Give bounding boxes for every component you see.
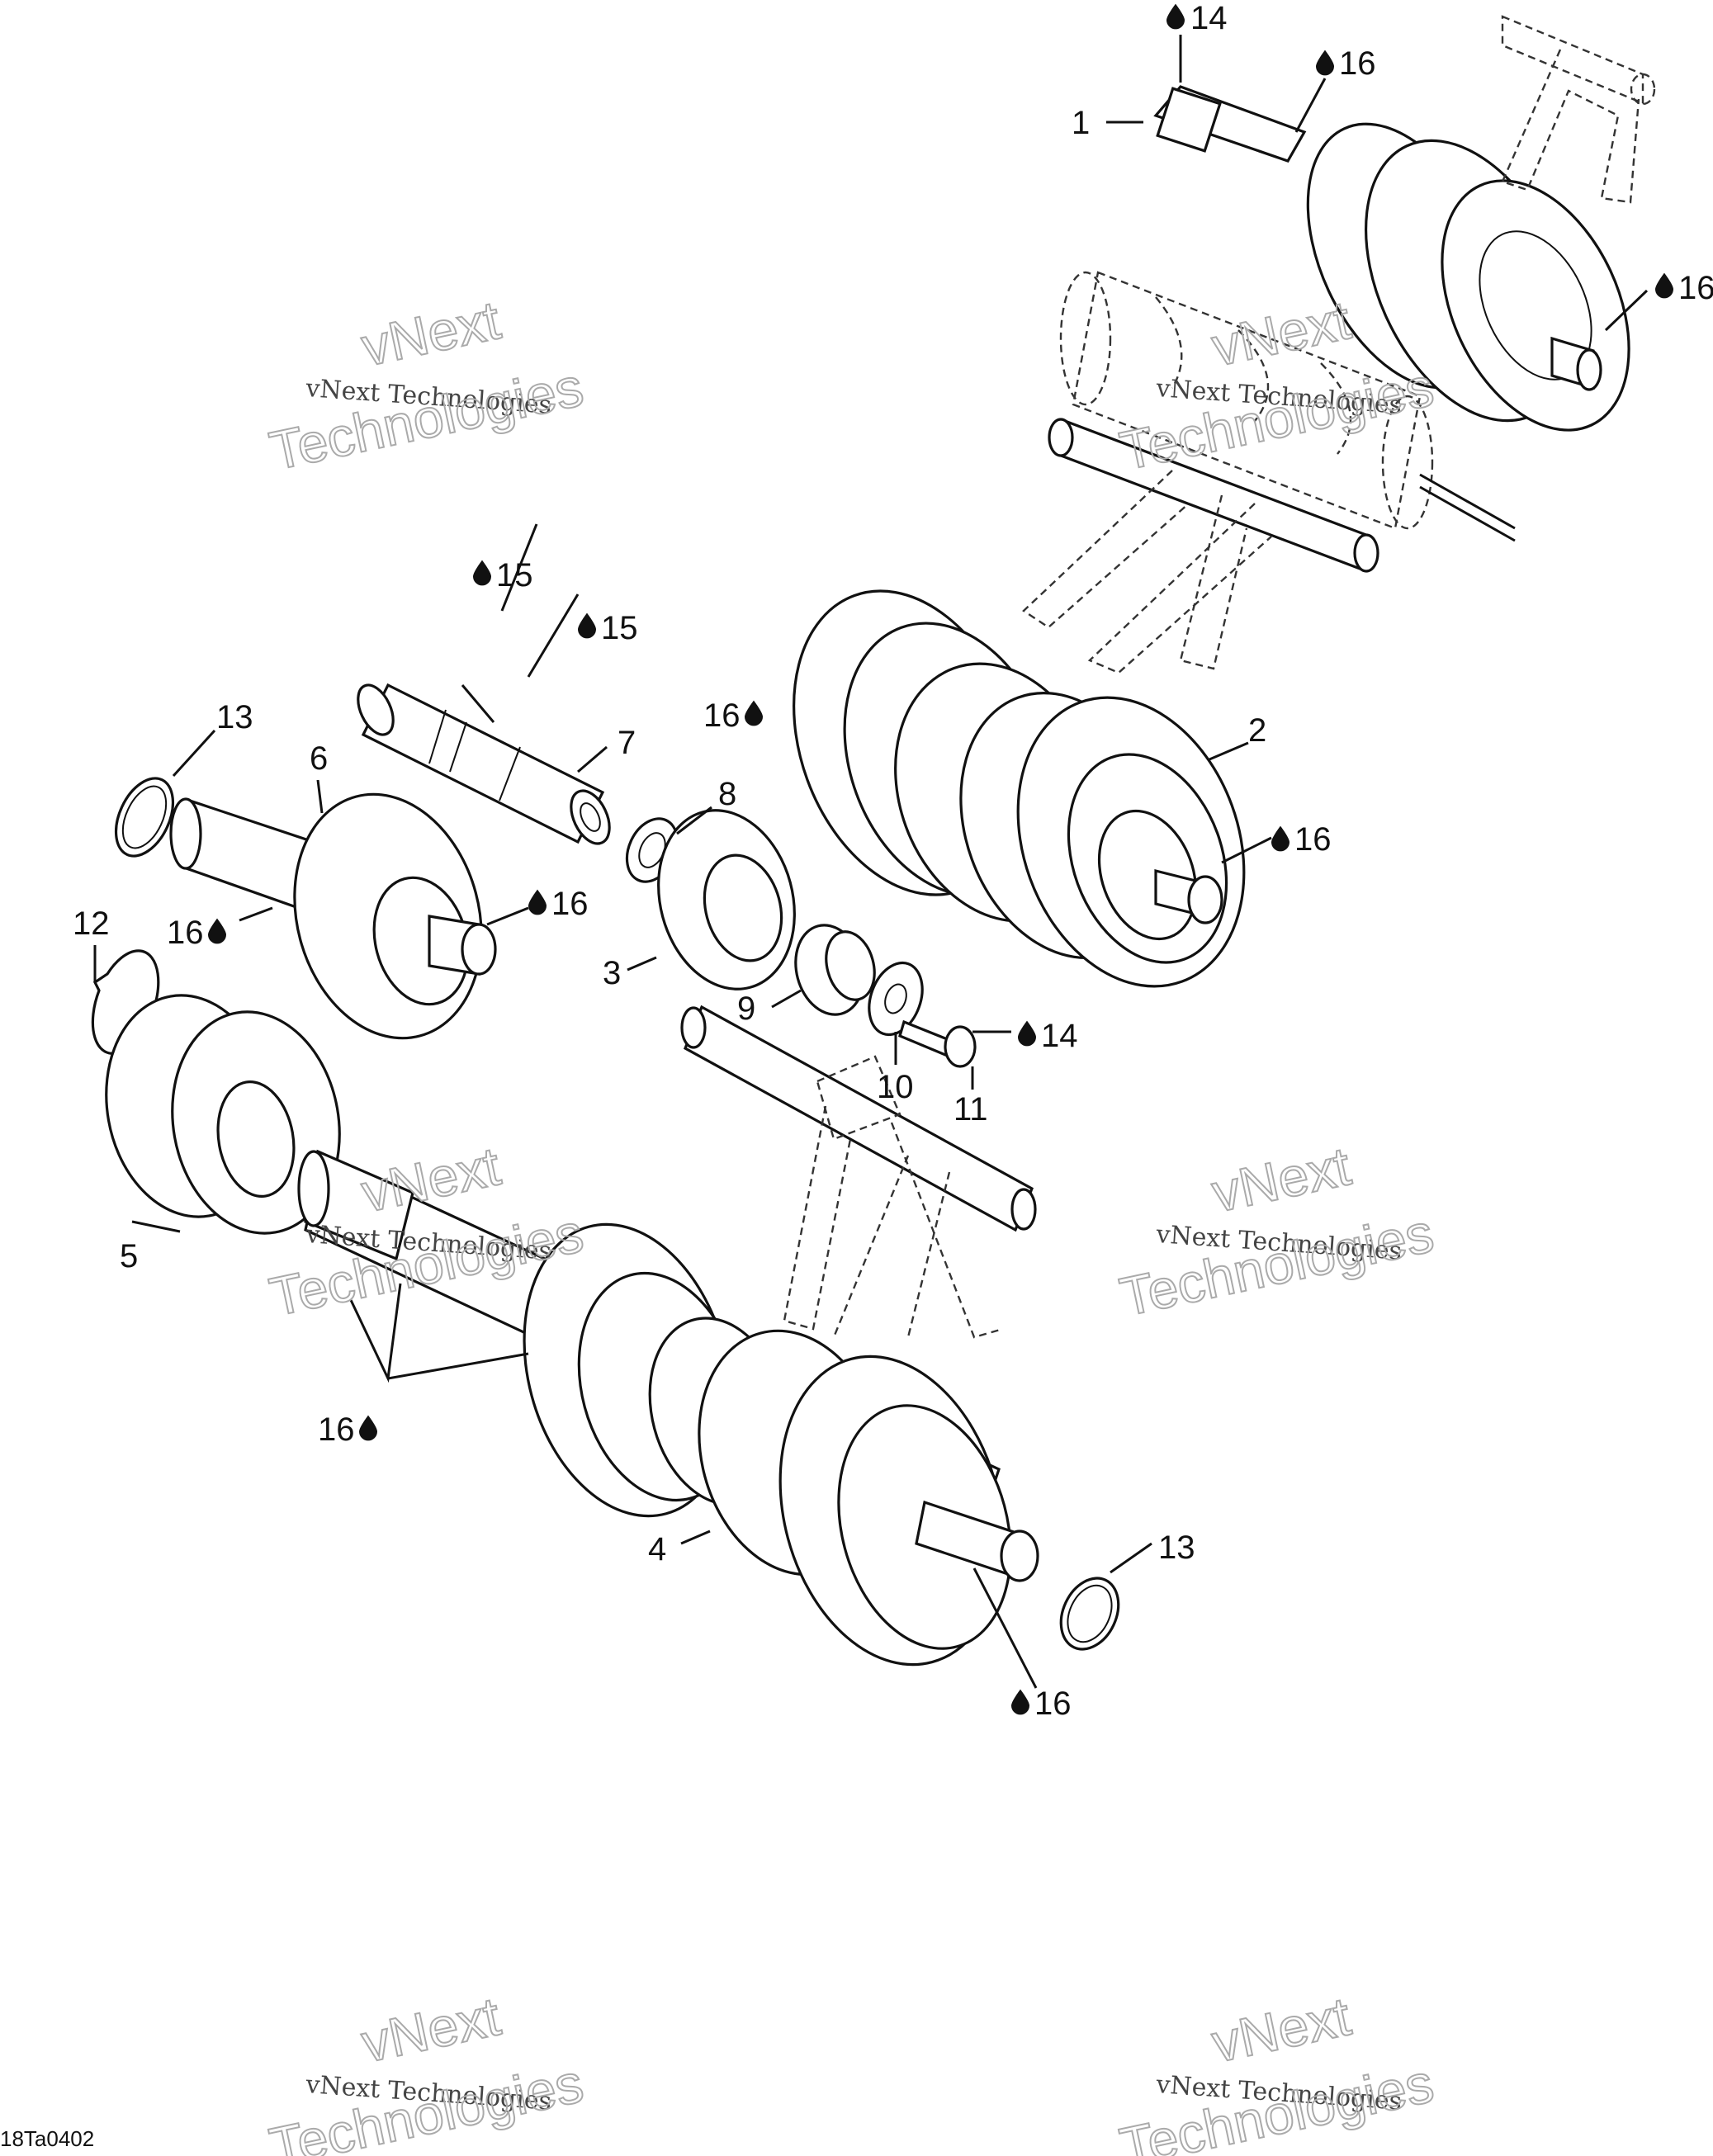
lube-marker-16-top: 16 <box>1316 45 1376 82</box>
lube-marker-16-left-gear2: 16 <box>703 697 763 734</box>
callout-10: 10 <box>877 1069 914 1105</box>
watermark-4: vNext vNext Technologies Technologies <box>1114 1134 1439 1328</box>
part-2-gear-cluster <box>793 589 1246 988</box>
part-3-gear <box>657 809 796 991</box>
svg-text:16: 16 <box>318 1411 355 1448</box>
callout-4: 4 <box>648 1531 666 1567</box>
callout-8: 8 <box>718 776 736 812</box>
callout-7: 7 <box>618 725 636 761</box>
svg-text:14: 14 <box>1190 0 1228 36</box>
part-5-gear <box>105 994 341 1235</box>
shift-drum-ghost <box>1059 271 1516 542</box>
svg-text:16: 16 <box>1339 45 1376 82</box>
svg-text:Technologies: Technologies <box>264 2052 588 2156</box>
callout-5: 5 <box>120 1238 138 1274</box>
part-13-ring-upper <box>114 777 175 858</box>
svg-text:16: 16 <box>1678 270 1713 306</box>
callouts: 1 2 3 4 5 6 7 8 9 10 11 12 13 13 <box>73 105 1266 1567</box>
leader-lines <box>93 35 1649 1689</box>
lubricant-markers: 14 16 16 15 15 16 16 16 <box>167 0 1713 1722</box>
callout-11: 11 <box>954 1091 988 1128</box>
part-13-ring-lower <box>1059 1577 1120 1651</box>
svg-text:vNext: vNext <box>357 289 505 377</box>
lube-marker-14-bolt: 14 <box>1018 1018 1078 1054</box>
watermark-5: vNext vNext Technologies Technologies <box>263 1984 589 2156</box>
lube-marker-15-a: 15 <box>473 557 533 593</box>
lube-marker-16-shaft6: 16 <box>528 886 589 922</box>
callout-2: 2 <box>1248 712 1266 749</box>
svg-text:vNext: vNext <box>357 1985 505 2073</box>
svg-text:15: 15 <box>496 557 533 593</box>
watermark-6: vNext vNext Technologies Technologies <box>1114 1984 1439 2156</box>
watermark-1: vNext vNext Technologies Technologies <box>263 288 589 482</box>
shift-fork-upper-ghost <box>1501 15 1656 204</box>
part-1-input-shaft <box>1153 85 1630 432</box>
part-6-gear-shaft <box>169 792 497 1040</box>
lube-marker-16-left6: 16 <box>167 915 226 951</box>
svg-text:16: 16 <box>551 886 589 922</box>
lube-marker-16-gear2: 16 <box>1271 821 1332 858</box>
svg-text:vNext: vNext <box>1207 1135 1356 1223</box>
svg-text:vNext: vNext <box>357 1135 505 1223</box>
svg-text:vNext: vNext <box>1207 1985 1356 2073</box>
shift-rod-lower <box>680 1005 1037 1339</box>
callout-13-upper: 13 <box>216 699 253 735</box>
lube-marker-16-bottom: 16 <box>1011 1686 1072 1722</box>
svg-text:16: 16 <box>1294 821 1332 858</box>
callout-12: 12 <box>73 905 110 942</box>
lube-marker-16-right: 16 <box>1655 270 1713 306</box>
svg-text:16: 16 <box>1034 1686 1072 1722</box>
part-4-countershaft <box>297 1149 1039 1667</box>
lube-marker-15-b: 15 <box>578 610 638 646</box>
part-11-bolt <box>898 1019 977 1068</box>
part-9-needle-bearing <box>794 924 876 1016</box>
callout-1: 1 <box>1072 105 1090 141</box>
svg-text:14: 14 <box>1041 1018 1078 1054</box>
lube-marker-16-bottom-group: 16 <box>318 1411 377 1448</box>
callout-6: 6 <box>310 740 328 777</box>
shift-rod-middle <box>1022 418 1379 674</box>
svg-text:16: 16 <box>703 697 741 734</box>
svg-text:15: 15 <box>601 610 638 646</box>
svg-text:Technologies: Technologies <box>1114 2052 1438 2156</box>
part-7-pin <box>357 683 611 845</box>
callout-9: 9 <box>737 991 755 1027</box>
svg-text:vNext: vNext <box>1207 289 1356 377</box>
callout-13-lower: 13 <box>1158 1530 1195 1566</box>
part-10-thrust-washer <box>868 961 924 1037</box>
callout-3: 3 <box>603 955 621 991</box>
svg-text:16: 16 <box>167 915 204 951</box>
figure-reference: 18Ta0402 <box>0 2126 94 2151</box>
lube-marker-14-top: 14 <box>1166 0 1228 36</box>
